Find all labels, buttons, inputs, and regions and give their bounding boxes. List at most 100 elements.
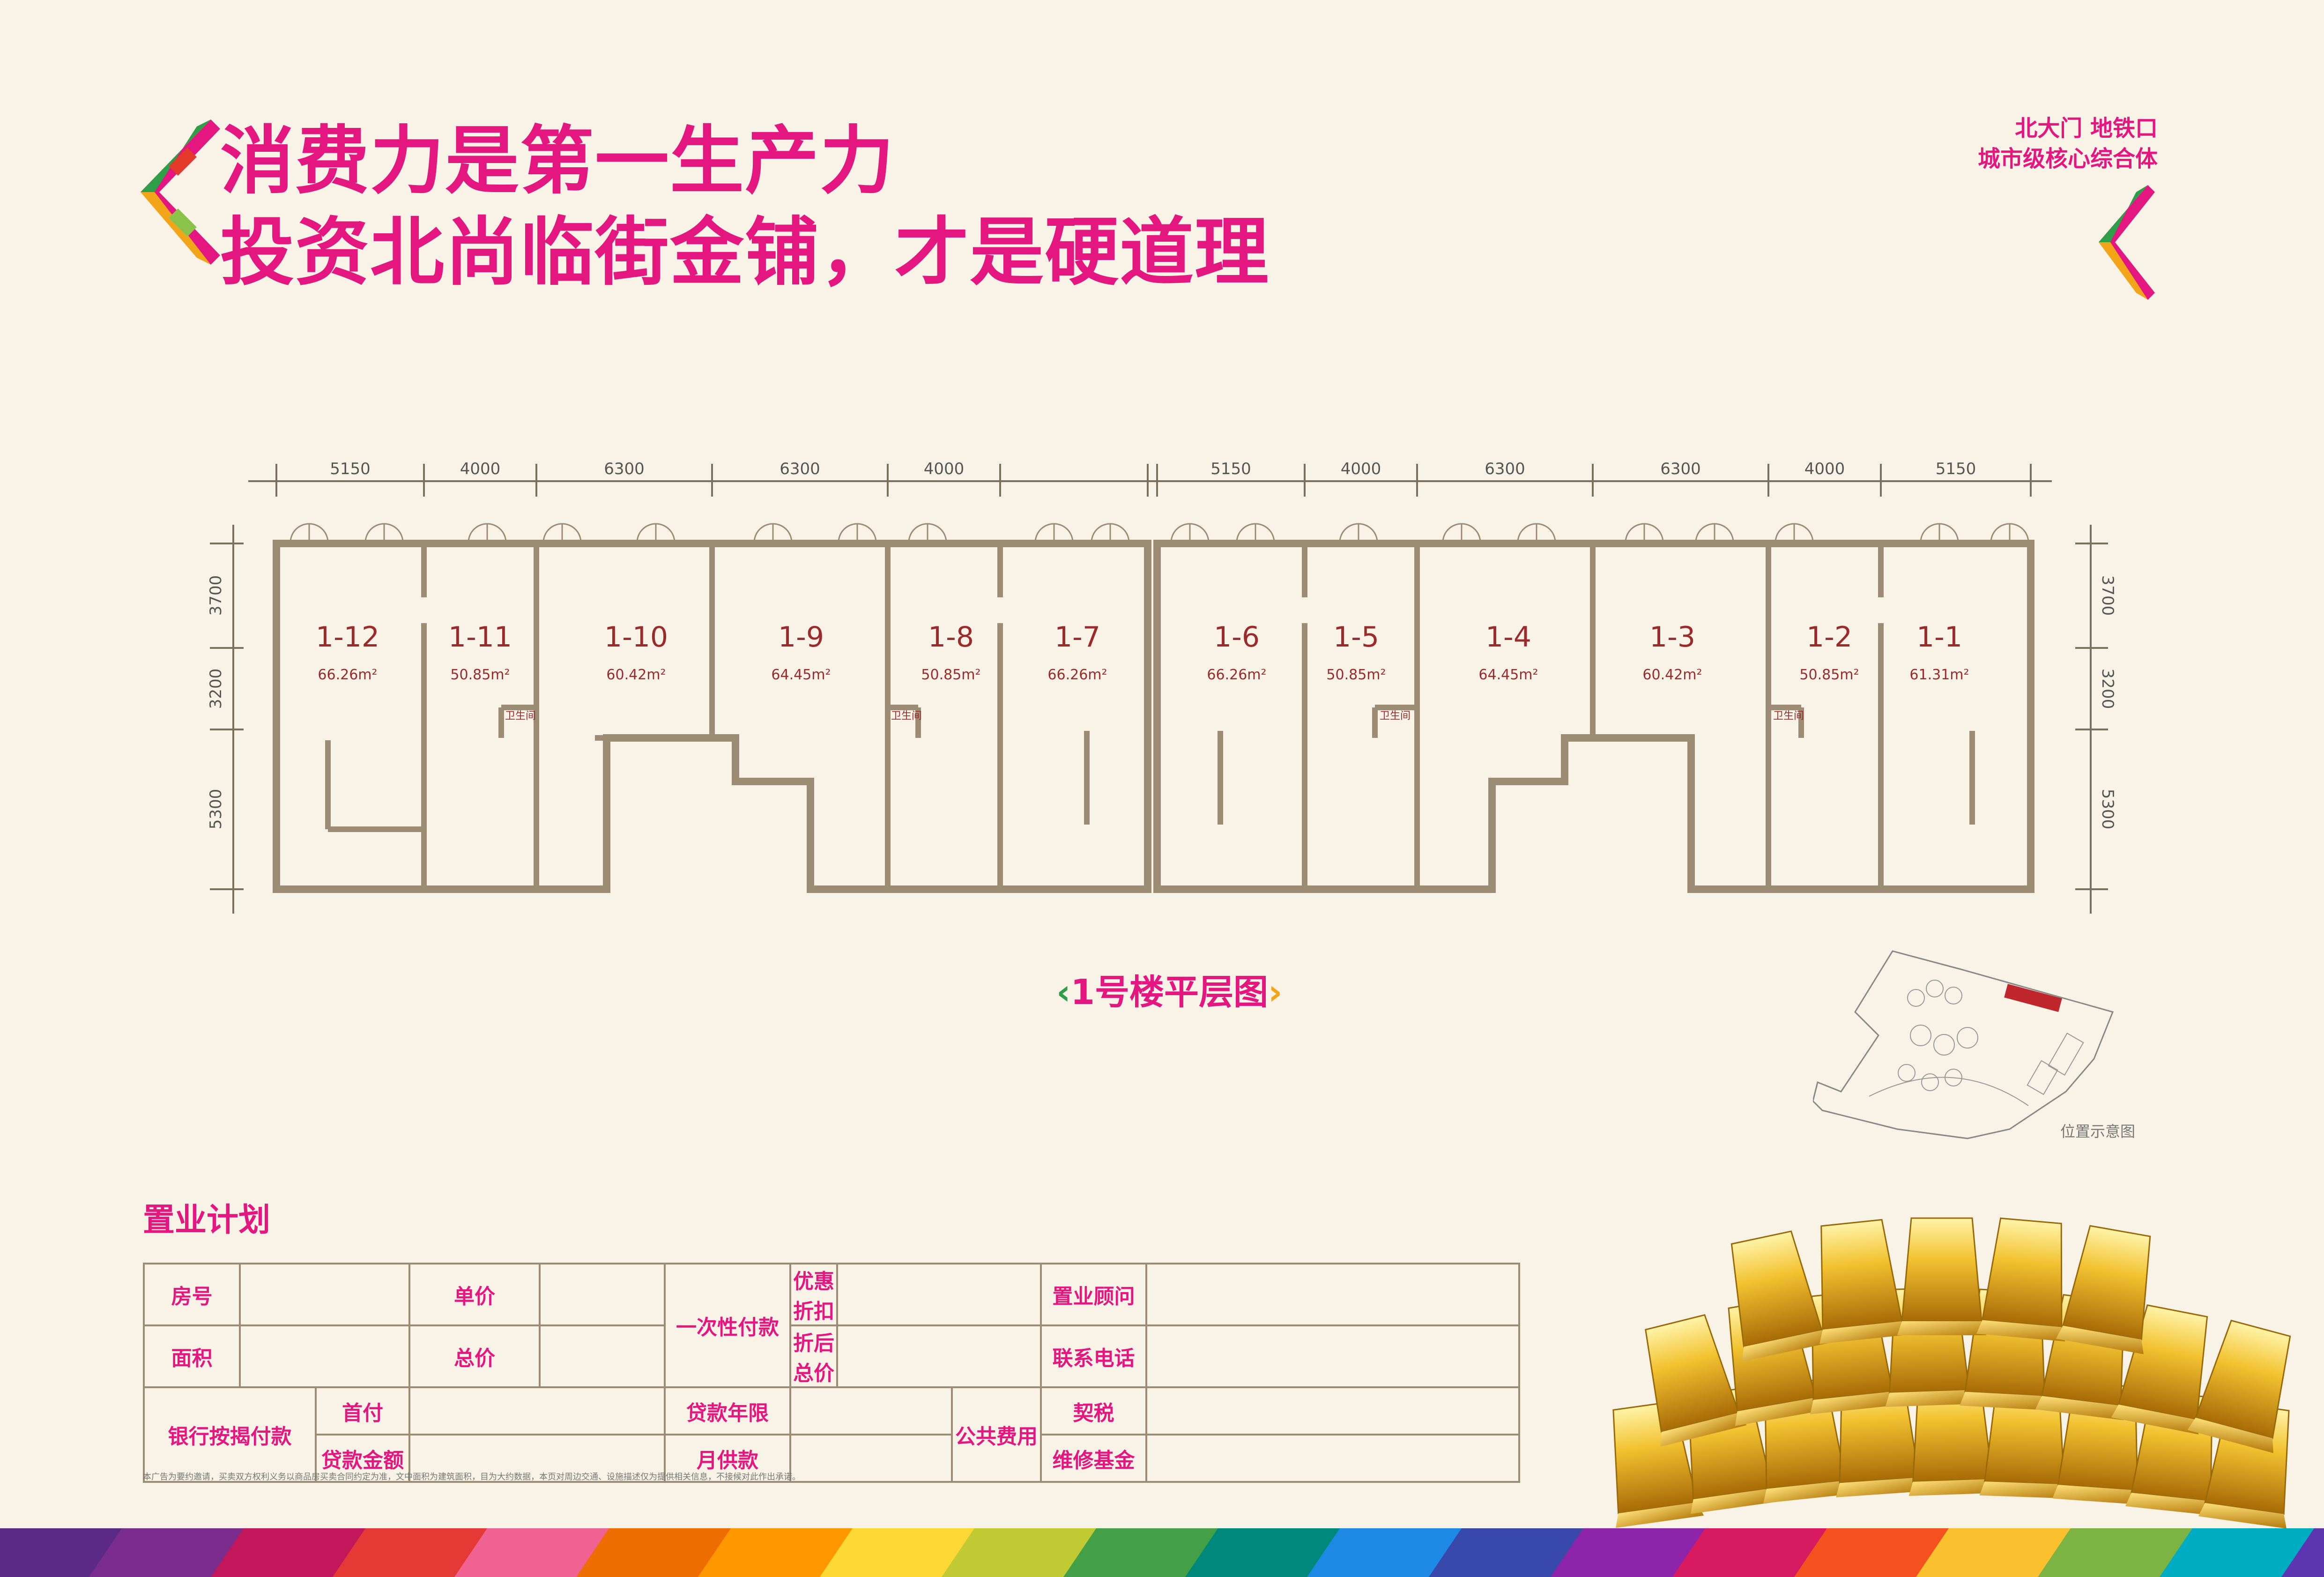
field-total-price[interactable]: [539, 1324, 666, 1388]
wc-label: 卫生间: [1773, 710, 1804, 722]
field-discount[interactable]: [836, 1263, 1042, 1326]
label-discounted-total: 折后总价: [789, 1324, 838, 1388]
door-icon: [1695, 523, 1715, 543]
unit-area: 50.85m²: [1799, 667, 1859, 683]
dimension-label: 6300: [604, 460, 645, 478]
field-consultant[interactable]: [1145, 1263, 1520, 1326]
field-room-no[interactable]: [239, 1263, 410, 1326]
door-icon: [487, 523, 507, 543]
dimension-label: 3700: [2098, 575, 2117, 616]
dimension-label: 4000: [1804, 460, 1845, 478]
door-icon: [772, 523, 793, 543]
door-icon: [1461, 523, 1481, 543]
unit-label: 1-9: [778, 621, 824, 654]
dimension-label: 6300: [780, 460, 820, 478]
unit-label: 1-6: [1214, 621, 1260, 654]
unit-1-8: 1-850.85m²: [921, 621, 980, 683]
label-maintenance-fund: 维修基金: [1040, 1434, 1147, 1483]
caption-chevron-right-icon: ›: [1268, 972, 1283, 1012]
door-icon: [1442, 523, 1463, 543]
field-phone[interactable]: [1145, 1324, 1520, 1388]
field-deed-tax[interactable]: [1145, 1386, 1520, 1436]
dimension-label: 4000: [460, 460, 501, 478]
door-icon: [1990, 523, 2011, 543]
unit-1-5: 1-550.85m²: [1326, 621, 1386, 683]
label-lump-sum: 一次性付款: [664, 1263, 791, 1388]
unit-1-7: 1-7 66.26m²: [1047, 621, 1107, 683]
unit-label: 1-2: [1806, 621, 1852, 654]
headline-line1: 消费力是第一生产力: [220, 118, 895, 204]
unit-label: 1-12: [316, 621, 379, 654]
label-loan-amount: 贷款金额: [315, 1434, 410, 1483]
door-icon: [1714, 523, 1734, 543]
label-loan-term: 贷款年限: [664, 1386, 791, 1436]
unit-1-2: 1-2 50.85m²: [1799, 621, 1859, 683]
unit-area: 66.26m²: [1047, 667, 1107, 683]
wc-label: 卫生间: [1380, 710, 1411, 722]
field-monthly-payment[interactable]: [789, 1434, 953, 1483]
unit-area: 50.85m²: [1326, 667, 1386, 683]
door-icon: [364, 523, 385, 543]
unit-label: 1-7: [1054, 621, 1100, 654]
field-loan-term[interactable]: [789, 1386, 953, 1436]
dimension-label: 4000: [924, 460, 965, 478]
unit-label: 1-11: [448, 621, 512, 654]
unit-1-1: 1-161.31m²: [1909, 621, 1969, 683]
unit-label: 1-3: [1649, 621, 1695, 654]
tagline-line2: 城市级核心综合体: [1977, 146, 2158, 172]
rainbow-band: [0, 1528, 2324, 1577]
wc-label: 卫生间: [891, 710, 922, 722]
field-down-payment[interactable]: [408, 1386, 666, 1436]
gold-bar: [2187, 1319, 2291, 1453]
gold-bar: [2056, 1225, 2151, 1354]
floor-plan-caption: ‹1号楼平层图›: [1056, 964, 1283, 1014]
right-dimension-line: [2075, 525, 2108, 914]
gold-bar: [1819, 1219, 1908, 1344]
label-consultant: 置业顾问: [1040, 1263, 1147, 1326]
field-area[interactable]: [239, 1324, 410, 1388]
location-map: [1813, 950, 2114, 1139]
dimension-label: 6300: [1660, 460, 1701, 478]
label-deed-tax: 契税: [1040, 1386, 1147, 1436]
gold-bar: [1976, 1217, 2065, 1342]
label-monthly-payment: 月供款: [664, 1434, 791, 1483]
unit-1-6: 1-666.26m²: [1207, 621, 1266, 683]
field-discounted-total[interactable]: [836, 1324, 1042, 1388]
door-icon: [1189, 523, 1210, 543]
door-icon: [636, 523, 657, 543]
unit-area: 64.45m²: [1478, 667, 1538, 683]
door-icon: [1625, 523, 1645, 543]
door-icon: [908, 523, 928, 543]
field-maintenance-fund[interactable]: [1145, 1434, 1520, 1483]
storefront-doors: [290, 523, 2029, 543]
left-dimension-line: [210, 525, 244, 914]
wc-labels: 卫生间 卫生间 卫生间 卫生间: [505, 710, 1804, 722]
unit-labels: 1-1266.26m²1-1150.85m²1-1060.42m²1-964.4…: [316, 621, 1969, 683]
caption-chevron-left-icon: ‹: [1056, 972, 1071, 1012]
unit-area: 64.45m²: [771, 667, 831, 683]
caption-text: 1号楼平层图: [1070, 972, 1269, 1012]
dimension-label: 5150: [330, 460, 371, 478]
top-dimension-ticks: [275, 464, 2032, 497]
door-icon: [1794, 523, 1814, 543]
door-icon: [753, 523, 774, 543]
purchase-plan-title: 置业计划: [143, 1202, 271, 1239]
tagline-line1: 北大门 地铁口: [2015, 115, 2158, 141]
unit-area: 61.31m²: [1909, 667, 1969, 683]
label-area: 面积: [143, 1324, 241, 1388]
dimension-label: 3200: [207, 669, 225, 709]
dimension-label: 5150: [1210, 460, 1251, 478]
door-icon: [1091, 523, 1111, 543]
door-icon: [2009, 523, 2029, 543]
door-icon: [562, 523, 582, 543]
door-icon: [1110, 523, 1130, 543]
field-loan-amount[interactable]: [408, 1434, 666, 1483]
chevron-decoration-right: [2099, 185, 2155, 300]
purchase-plan-form: 房号 单价 一次性付款 优惠折扣 置业顾问 面积 总价 折后总价 联系电话 银行…: [143, 1263, 1520, 1483]
dimension-label: 3200: [2098, 669, 2117, 709]
field-unit-price[interactable]: [539, 1263, 666, 1326]
